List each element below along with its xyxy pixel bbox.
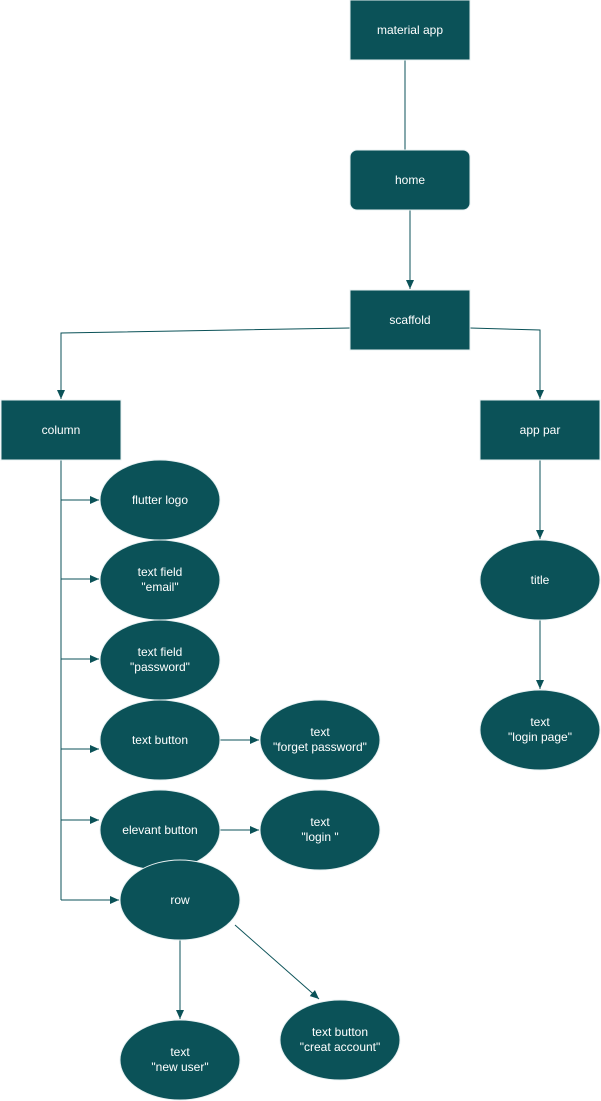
node-text-login: text "login " — [259, 789, 381, 871]
node-home-label: home — [395, 173, 425, 187]
node-title: title — [479, 539, 601, 621]
node-row: row — [119, 859, 241, 941]
node-column-label: column — [42, 423, 81, 437]
node-app-par-label: app par — [520, 423, 561, 437]
node-text-new-user-line2: "new user" — [151, 1060, 208, 1074]
node-text-field-email-line2: "email" — [141, 580, 178, 594]
edge-scaffold-to-column — [57, 327, 351, 399]
node-text-field-email-line1: text field — [138, 565, 183, 579]
edge-row-to-creat-account — [234, 924, 320, 1000]
node-text-button-creat-account: text button "creat account" — [279, 999, 401, 1081]
node-home: home — [349, 149, 471, 211]
node-elevant-button: elevant button — [99, 789, 221, 871]
node-elevant-button-label: elevant button — [122, 823, 197, 837]
node-text-login-page-line1: text — [530, 715, 550, 729]
node-material-app-label: material app — [377, 23, 443, 37]
node-text-login-page: text "login page" — [479, 689, 601, 771]
node-column: column — [0, 399, 122, 461]
edges-layer — [57, 60, 544, 1019]
node-text-forget-password-line1: text — [310, 725, 330, 739]
node-text-new-user: text "new user" — [119, 1019, 241, 1101]
node-flutter-logo: flutter logo — [99, 459, 221, 541]
node-text-forget-password: text "forget password" — [259, 699, 381, 781]
node-text-field-password-line2: "password" — [130, 660, 190, 674]
node-scaffold-label: scaffold — [389, 313, 430, 327]
node-material-app: material app — [349, 0, 471, 61]
node-text-button-creat-account-line1: text button — [312, 1025, 368, 1039]
node-text-new-user-line1: text — [170, 1045, 190, 1059]
node-text-login-page-line2: "login page" — [508, 730, 572, 744]
node-text-field-password: text field "password" — [99, 619, 221, 701]
node-text-field-email: text field "email" — [99, 539, 221, 621]
node-flutter-logo-label: flutter logo — [132, 493, 188, 507]
edge-scaffold-to-app-par — [469, 327, 544, 399]
node-row-label: row — [170, 893, 190, 907]
node-app-par: app par — [479, 399, 601, 461]
node-text-button-creat-account-line2: "creat account" — [300, 1040, 381, 1054]
node-text-login-line2: "login " — [301, 830, 338, 844]
node-text-button: text button — [99, 699, 221, 781]
node-title-label: title — [531, 573, 550, 587]
node-text-field-password-line1: text field — [138, 645, 183, 659]
node-text-forget-password-line2: "forget password" — [273, 740, 367, 754]
node-text-button-label: text button — [132, 733, 188, 747]
node-scaffold: scaffold — [349, 289, 471, 351]
node-text-login-line1: text — [310, 815, 330, 829]
